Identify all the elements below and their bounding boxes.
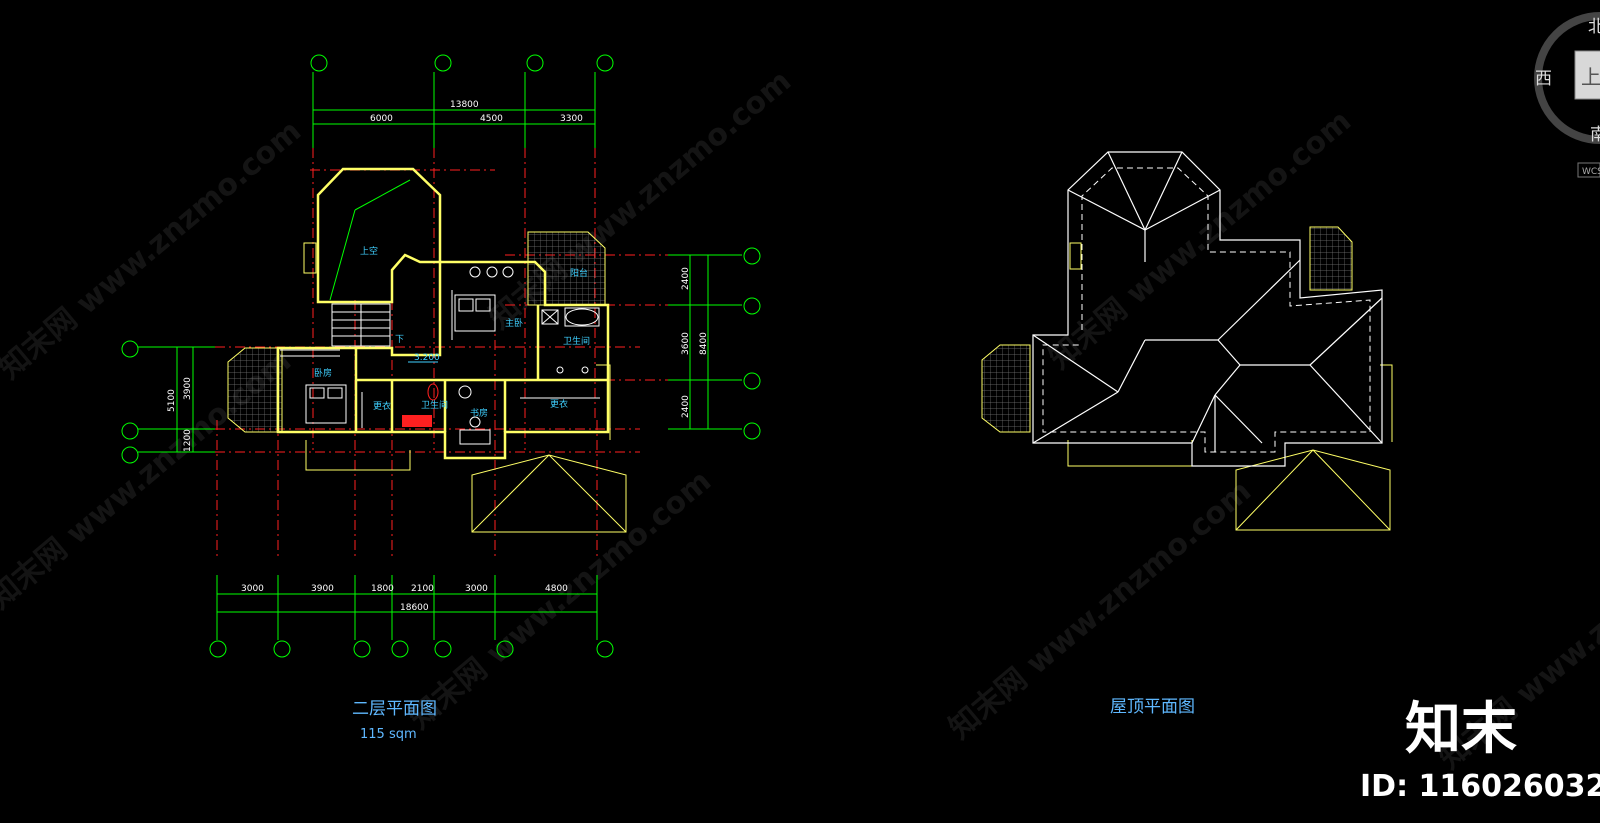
dim-left-2: 1200 — [183, 429, 193, 452]
roof-plan-title: 屋顶平面图 — [1110, 697, 1195, 717]
dim-top-1: 6000 — [370, 114, 393, 124]
walls — [276, 167, 610, 460]
dim-bottom-4: 2100 — [411, 584, 434, 594]
watermark-4: 知末网 www.znzmo.com — [403, 464, 718, 737]
room-stair-down: 下 — [395, 335, 404, 345]
compass-south[interactable]: 南 — [1590, 125, 1600, 145]
wcs-label[interactable]: WCS — [1582, 167, 1600, 177]
dim-top-2: 4500 — [480, 114, 503, 124]
dim-right-3: 2400 — [681, 395, 691, 418]
room-labels: 上空 阳台 主卧 卫生间 卧房 更衣 卫生间 书房 更衣 下 — [314, 245, 590, 419]
brand-logo: 知末 — [1405, 697, 1517, 762]
room-study: 书房 — [470, 407, 488, 419]
floor-plan-title: 二层平面图 — [352, 699, 437, 719]
level-label: 3.200 — [414, 353, 440, 363]
compass-ring[interactable] — [1534, 12, 1600, 144]
dim-right-1: 2400 — [681, 267, 691, 290]
brand-id: ID: 1160260322 — [1360, 769, 1600, 804]
level-marker: 3.200 — [408, 353, 440, 363]
watermark-1: 知末网 www.znzmo.com — [0, 114, 308, 387]
window-left — [303, 242, 317, 274]
dim-bottom-total: 18600 — [400, 603, 429, 613]
bath-fixture — [402, 415, 432, 427]
room-bathroom-1: 卫生间 — [563, 335, 590, 347]
brand-overlay: 知末 ID: 1160260322 — [1360, 697, 1600, 804]
roof-outline — [1032, 151, 1383, 467]
dim-bottom-6: 4800 — [545, 584, 568, 594]
dimension-lines — [138, 72, 742, 640]
furniture — [280, 266, 600, 445]
second-floor-plan: 13800 6000 4500 3300 3000 3900 1800 2100… — [121, 54, 761, 742]
room-closet-2: 更衣 — [550, 398, 568, 410]
room-void: 上空 — [360, 245, 378, 257]
dim-top-3: 3300 — [560, 114, 583, 124]
room-bathroom-2: 卫生间 — [421, 399, 448, 411]
dim-left-1: 3900 — [183, 377, 193, 400]
watermark-6: 知末网 www.znzmo.com — [943, 474, 1258, 747]
dim-bottom-5: 3000 — [465, 584, 488, 594]
wcs-badge[interactable] — [1577, 162, 1600, 178]
compass-north[interactable]: 北 — [1588, 17, 1600, 37]
view-compass[interactable]: 上 西 北 南 WCS — [1534, 12, 1600, 178]
toilet — [427, 383, 439, 401]
dim-bottom-2: 3900 — [311, 584, 334, 594]
dim-right-total: 8400 — [699, 332, 709, 355]
roof-yellow-parts — [981, 226, 1393, 531]
dim-bottom-3: 1800 — [371, 584, 394, 594]
compass-west[interactable]: 西 — [1535, 69, 1552, 89]
dim-bottom-1: 3000 — [241, 584, 264, 594]
room-closet-1: 更衣 — [373, 400, 391, 412]
dim-left-total: 5100 — [167, 389, 177, 412]
dim-right-2: 3600 — [681, 332, 691, 355]
void-lines — [329, 179, 411, 301]
compass-cube[interactable] — [1574, 50, 1600, 100]
roof-gutters — [1042, 167, 1371, 453]
lower-roof-outlines — [305, 364, 627, 533]
compass-top-face[interactable]: 上 — [1581, 65, 1600, 89]
room-balcony: 阳台 — [570, 267, 588, 279]
dim-top-total: 13800 — [450, 100, 479, 110]
dimension-labels: 13800 6000 4500 3300 3000 3900 1800 2100… — [167, 100, 709, 613]
balconies — [227, 231, 606, 433]
roof-window — [1069, 242, 1082, 270]
room-master-bedroom: 主卧 — [505, 317, 523, 329]
axis-bubbles — [121, 54, 761, 658]
room-bedroom: 卧房 — [314, 367, 332, 379]
roof-plan: 屋顶平面图 — [981, 151, 1393, 717]
floor-plan-area: 115 sqm — [360, 727, 417, 742]
